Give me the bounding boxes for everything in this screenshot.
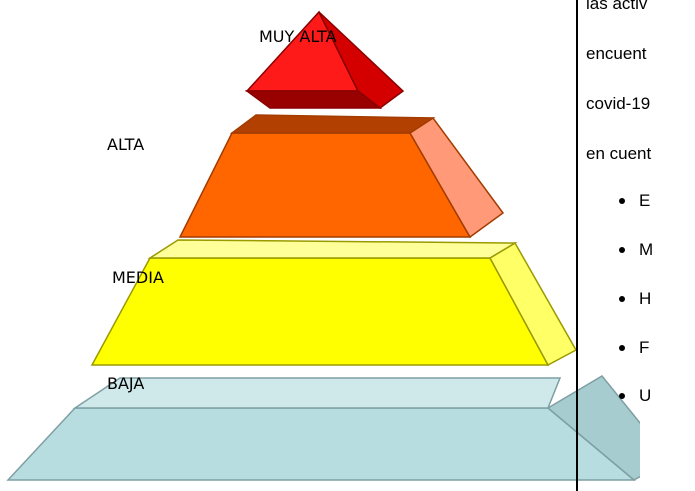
pyramid-level-baja <box>6 375 640 481</box>
bullet-text: M <box>639 240 654 259</box>
pyramid-level-media <box>90 239 578 367</box>
paragraph-line: encuent <box>586 44 647 63</box>
bullet-item: E <box>619 191 651 211</box>
bullet-dot-icon <box>619 345 625 351</box>
pyramid-level-alta <box>178 114 505 239</box>
media-top-face <box>147 239 518 259</box>
level-label-baja: BAJA <box>107 374 145 393</box>
level-label-muy-alta: MUY ALTA <box>259 27 337 46</box>
bullet-text: E <box>639 191 651 210</box>
bullet-text: H <box>639 289 652 308</box>
bullet-dot-icon <box>619 393 625 399</box>
level-label-alta: ALTA <box>107 135 145 154</box>
paragraph-line: covid-19 <box>586 94 651 113</box>
risk-pyramid-diagram <box>6 10 640 481</box>
baja-top-face <box>72 377 562 409</box>
bullet-dot-icon <box>619 198 625 204</box>
bullet-dot-icon <box>619 247 625 253</box>
pyramid-level-muy-alta <box>244 10 405 109</box>
bullet-dot-icon <box>619 296 625 302</box>
paragraph-line: las activ <box>586 0 648 13</box>
bullet-item: M <box>619 240 654 260</box>
bullet-item: U <box>619 386 652 406</box>
bullet-item: F <box>619 338 650 358</box>
paragraph-line: en cuent <box>586 144 652 163</box>
bullet-item: H <box>619 289 652 309</box>
muy-alta-base-face <box>244 90 383 109</box>
column-divider <box>576 0 578 491</box>
bullet-text: U <box>639 386 652 405</box>
baja-front-face <box>6 407 637 481</box>
baja-side-face <box>546 375 640 481</box>
bullet-text: F <box>639 338 650 357</box>
alta-top-face <box>229 114 436 134</box>
level-label-media: MEDIA <box>112 268 164 287</box>
